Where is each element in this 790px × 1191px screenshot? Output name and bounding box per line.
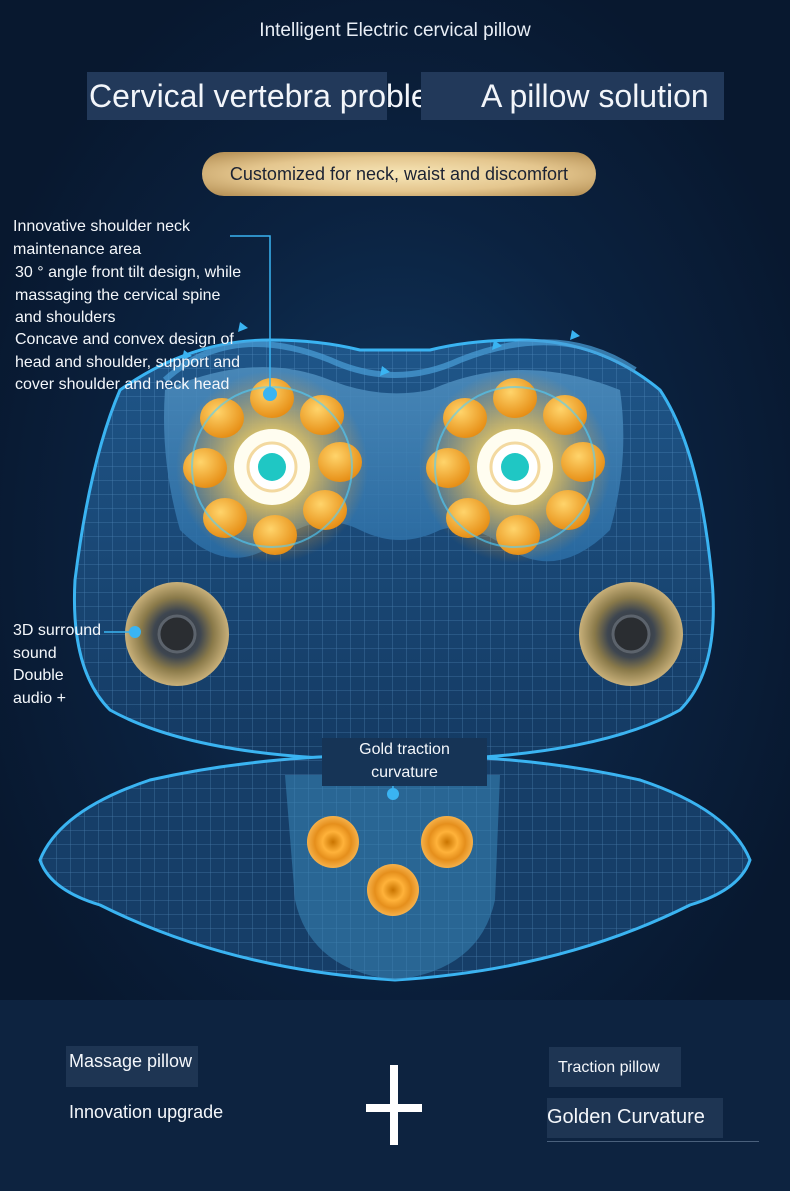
callout-sound: 3D surround sound Double audio + bbox=[13, 620, 101, 710]
golden-curvature-label: Golden Curvature bbox=[547, 1098, 723, 1138]
speaker-left bbox=[125, 582, 229, 686]
footer-divider bbox=[547, 1141, 759, 1142]
innovation-upgrade-label: Innovation upgrade bbox=[69, 1102, 224, 1122]
traction-node-right bbox=[421, 816, 473, 868]
traction-node-left bbox=[307, 816, 359, 868]
traction-node-bottom bbox=[367, 864, 419, 916]
traction-pillow-label: Traction pillow bbox=[549, 1047, 681, 1087]
rim-arrows bbox=[182, 322, 580, 376]
speaker-right bbox=[579, 582, 683, 686]
callout-traction-line-2: curvature bbox=[371, 763, 438, 781]
callout-concave-line-2: head and shoulder, support and bbox=[15, 353, 241, 371]
callout-dot-shoulder bbox=[263, 387, 277, 401]
callout-traction-line-1: Gold traction bbox=[359, 741, 450, 758]
callout-concave-line-3: cover shoulder and neck head bbox=[15, 376, 230, 393]
product-headline: Intelligent Electric cervical pillow bbox=[259, 20, 531, 41]
pillow-illustration bbox=[38, 235, 752, 982]
callout-dot-traction bbox=[387, 788, 399, 800]
callout-dot-sound bbox=[129, 626, 141, 638]
plus-icon-vertical bbox=[390, 1065, 398, 1145]
title-right: A pillow solution bbox=[421, 72, 724, 120]
callout-concave: Concave and convex design of head and sh… bbox=[15, 329, 240, 397]
callout-sound-line-1: 3D surround bbox=[13, 622, 102, 639]
callout-tilt: 30 ° angle front tilt design, while mass… bbox=[15, 262, 241, 330]
callout-shoulder-line-2: maintenance area bbox=[13, 240, 142, 258]
callout-concave-line-1: Concave and convex design of bbox=[15, 331, 234, 348]
tagline-pill: Customized for neck, waist and discomfor… bbox=[202, 152, 596, 196]
massage-pillow-label: Massage pillow bbox=[66, 1046, 198, 1087]
callout-tilt-line-2: massaging the cervical spine bbox=[15, 286, 221, 304]
callout-sound-line-3: Double bbox=[13, 667, 64, 684]
callout-sound-line-4: audio + bbox=[13, 689, 66, 707]
callout-sound-line-2: sound bbox=[13, 644, 57, 662]
callout-tilt-line-3: and shoulders bbox=[15, 309, 116, 326]
massage-node-right bbox=[419, 371, 611, 563]
massage-node-left bbox=[176, 371, 368, 563]
callout-traction: Gold traction curvature bbox=[322, 738, 487, 786]
callout-shoulder-line-1: Innovative shoulder neck bbox=[13, 218, 190, 235]
callout-tilt-line-1: 30 ° angle front tilt design, while bbox=[15, 264, 242, 281]
title-left: Cervical vertebra problem bbox=[87, 72, 455, 120]
callout-shoulder: Innovative shoulder neck maintenance are… bbox=[13, 216, 190, 261]
